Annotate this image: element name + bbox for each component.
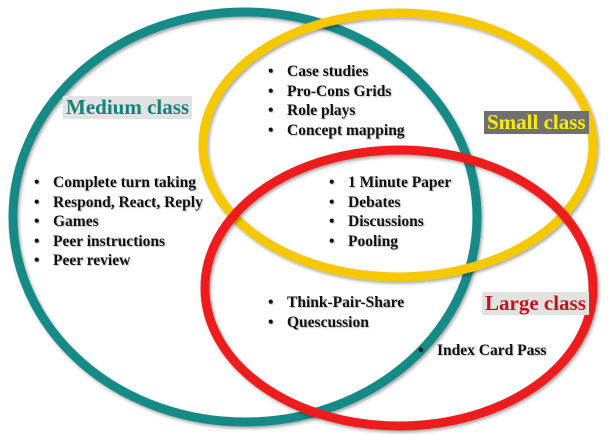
list-item: • Role plays bbox=[268, 101, 405, 121]
bullet-icon: • bbox=[268, 63, 274, 80]
list-item: • Index Card Pass bbox=[418, 341, 546, 361]
list-item-text: Discussions bbox=[348, 213, 424, 230]
list-item: • Pro-Cons Grids bbox=[268, 82, 405, 102]
list-item: • Discussions bbox=[329, 212, 451, 232]
bullet-icon: • bbox=[34, 193, 40, 211]
bullet-icon: • bbox=[268, 121, 274, 139]
list-item: • Concept mapping bbox=[268, 121, 405, 141]
list-item: • Debates bbox=[329, 193, 451, 213]
bullet-icon: • bbox=[268, 82, 274, 100]
small-class-label: Small class bbox=[484, 111, 589, 134]
list-item: • 1 Minute Paper bbox=[329, 173, 451, 193]
small-class-circle bbox=[198, 8, 598, 282]
list-item-text: Peer instructions bbox=[53, 232, 166, 250]
bullet-icon: • bbox=[34, 213, 40, 230]
bullet-icon: • bbox=[34, 252, 40, 269]
list-item-text: Role plays bbox=[287, 102, 356, 119]
list-item: • Games bbox=[34, 212, 203, 232]
bullet-icon: • bbox=[329, 213, 335, 230]
medium-only-list: • Complete turn taking • Respond, React, Re… bbox=[34, 173, 203, 271]
list-item-text: Respond, React, Reply bbox=[53, 193, 203, 211]
list-item: • Complete turn taking bbox=[34, 173, 203, 193]
list-item-text: Pooling bbox=[348, 232, 398, 250]
bullet-icon: • bbox=[329, 232, 335, 250]
list-item-text: Peer review bbox=[53, 252, 131, 269]
list-item-text: Think-Pair-Share bbox=[287, 294, 405, 311]
large-class-label: Large class bbox=[482, 292, 589, 315]
list-item-text: Index Card Pass bbox=[437, 342, 547, 359]
bullet-icon: • bbox=[34, 232, 40, 250]
bullet-icon: • bbox=[268, 294, 274, 311]
large-class-circle bbox=[200, 145, 598, 431]
list-item-text: Concept mapping bbox=[287, 121, 405, 139]
list-item: • Peer review bbox=[34, 251, 203, 271]
large-only-list: • Index Card Pass bbox=[418, 341, 546, 361]
bullet-icon: • bbox=[418, 342, 424, 359]
bullet-icon: • bbox=[329, 174, 335, 191]
list-item-text: Games bbox=[53, 213, 99, 230]
medium-class-label: Medium class bbox=[63, 96, 193, 119]
list-item-text: Pro-Cons Grids bbox=[287, 82, 392, 100]
list-item: • Think-Pair-Share bbox=[268, 293, 404, 313]
bullet-icon: • bbox=[34, 174, 40, 191]
bullet-icon: • bbox=[268, 313, 274, 331]
list-item: • Quescussion bbox=[268, 313, 404, 333]
list-item: • Peer instructions bbox=[34, 232, 203, 252]
all-classes-list: • 1 Minute Paper • Debates • Discussions • Pool… bbox=[329, 173, 451, 251]
bullet-icon: • bbox=[329, 193, 335, 211]
medium-large-list: • Think-Pair-Share • Quescussion bbox=[268, 293, 404, 332]
list-item-text: 1 Minute Paper bbox=[348, 174, 452, 191]
list-item: • Pooling bbox=[329, 232, 451, 252]
list-item-text: Debates bbox=[348, 193, 401, 211]
list-item-text: Complete turn taking bbox=[53, 174, 196, 191]
list-item: • Respond, React, Reply bbox=[34, 193, 203, 213]
bullet-icon: • bbox=[268, 102, 274, 119]
list-item-text: Quescussion bbox=[287, 313, 369, 331]
list-item: • Case studies bbox=[268, 62, 405, 82]
medium-class-circle bbox=[8, 7, 482, 427]
list-item-text: Case studies bbox=[287, 63, 369, 80]
medium-small-list: •Case studies•Pro-Cons Grids•Role plays•… bbox=[268, 62, 405, 140]
